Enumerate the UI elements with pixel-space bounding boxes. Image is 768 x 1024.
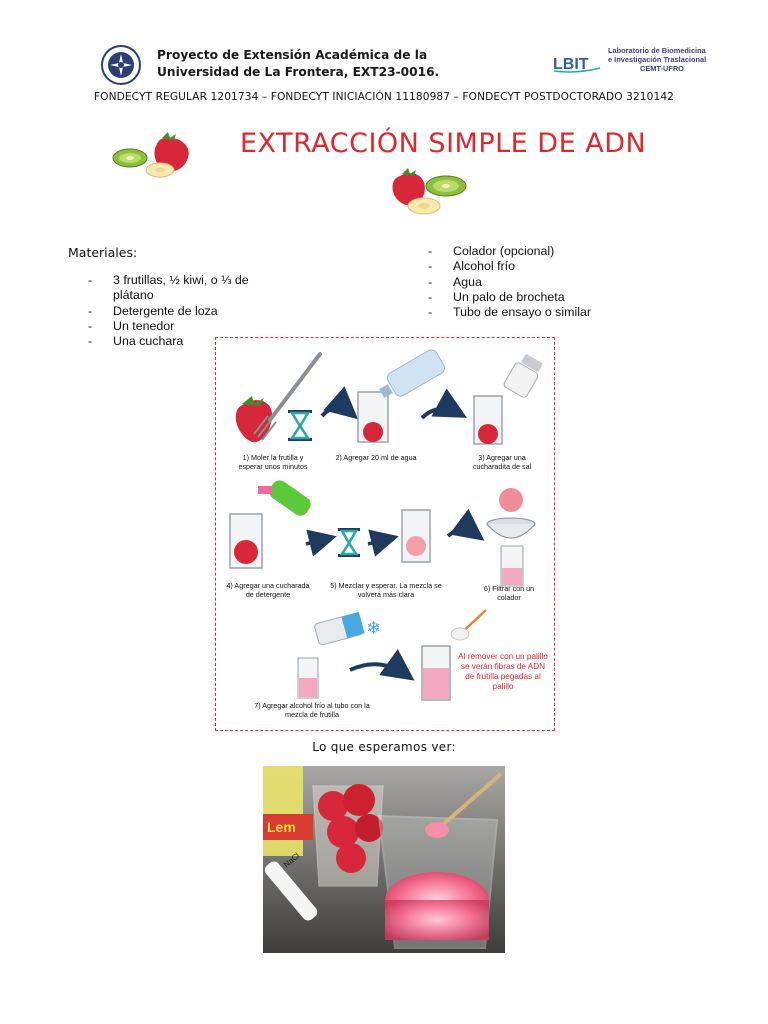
dna-observation-note: Al remover con un palillo se verán fibra…: [458, 652, 548, 691]
list-item: -Agua: [428, 274, 482, 289]
expected-result-heading: Lo que esperamos ver:: [312, 740, 456, 754]
water-bottle-icon: [379, 349, 446, 398]
list-item: -Alcohol frío: [428, 259, 515, 274]
glass-icon: [357, 391, 389, 443]
salt-shaker-icon: [503, 354, 543, 398]
list-item: -Detergente de loza: [88, 303, 218, 318]
glass-icon: [473, 395, 503, 445]
arrow-icon: [367, 529, 399, 557]
procedure-illustration: ❄: [229, 349, 543, 701]
project-title-line2: Universidad de La Frontera, EXT23-0016.: [157, 65, 440, 79]
glass-icon: [229, 513, 263, 569]
list-item: -Tubo de ensayo o similar: [428, 305, 591, 320]
project-title: Proyecto de Extensión Académica de la Un…: [157, 47, 439, 81]
step-6-caption: 6) Filtrar con un colador: [483, 584, 535, 602]
lab-line3: CEMT-UFRO: [640, 64, 684, 73]
arrow-icon: [446, 508, 485, 541]
university-logo: [101, 45, 141, 85]
alcohol-bottle-icon: [314, 612, 365, 646]
bottle-label: Lem: [267, 819, 296, 835]
hourglass-icon: [338, 528, 360, 557]
step-2-caption: 2) Agregar 20 ml de agua: [335, 453, 417, 462]
materials-heading: Materiales:: [68, 245, 138, 260]
list-item: -3 frutillas, ½ kiwi, o ⅓ de plátano: [88, 273, 249, 303]
list-item: -Un tenedor: [88, 318, 175, 333]
fruit-decoration-icon: [112, 132, 189, 178]
list-item: -Colador (opcional): [428, 244, 555, 258]
strainer-icon: [486, 488, 536, 539]
step-7-caption: 7) Agregar alcohol frío al tubo con la m…: [254, 701, 370, 719]
project-title-line1: Proyecto de Extensión Académica de la: [157, 48, 428, 62]
arrow-icon: [420, 388, 468, 420]
lbit-logo-text: LBIT: [553, 56, 589, 73]
snowflake-icon: ❄: [366, 618, 381, 639]
lbit-logo: LBIT: [553, 56, 601, 73]
lab-line2: e Investigación Traslacional: [608, 55, 707, 64]
arrow-icon: [349, 649, 415, 681]
step-1-caption: 1) Moler la frutilla y esperar unos minu…: [238, 453, 308, 471]
test-tube-icon: [500, 545, 524, 587]
fruit-decoration-icon: [392, 168, 467, 215]
materials-list-left: -3 frutillas, ½ kiwi, o ⅓ de plátano -De…: [88, 273, 288, 349]
expected-result-photo: Lem NaCl: [263, 766, 505, 953]
step-4-caption: 4) Agregar una cucharada de detergente: [226, 581, 310, 599]
materials-list-right: -Colador (opcional) -Alcohol frío -Agua …: [428, 244, 648, 320]
glass-icon: [421, 645, 451, 701]
lab-name: Laboratorio de Biomedicina e Investigaci…: [608, 46, 706, 73]
fork-icon: [253, 352, 322, 441]
page-title: EXTRACCIÓN SIMPLE DE ADN: [240, 128, 647, 159]
lab-line1: Laboratorio de Biomedicina: [608, 46, 706, 55]
glass-icon: [401, 509, 431, 563]
step-3-caption: 3) Agregar una cucharadita de sal: [472, 453, 532, 471]
arrow-icon: [320, 386, 359, 420]
list-item: -Una cuchara: [88, 334, 184, 349]
step-5-caption: 5) Mezclar y esperar. La mezcla se volve…: [330, 581, 442, 599]
test-tube-icon: [297, 657, 319, 699]
fondecyt-line: FONDECYT REGULAR 1201734 – FONDECYT INIC…: [93, 91, 675, 103]
list-item: -Un palo de brocheta: [428, 289, 565, 304]
skewer-icon: [450, 609, 487, 641]
arrow-icon: [305, 529, 337, 557]
hourglass-icon: [288, 410, 312, 441]
detergent-bottle-icon: [258, 480, 311, 516]
procedure-figure: ❄ 1) Moler la frutilla y esperar unos mi…: [215, 337, 555, 731]
